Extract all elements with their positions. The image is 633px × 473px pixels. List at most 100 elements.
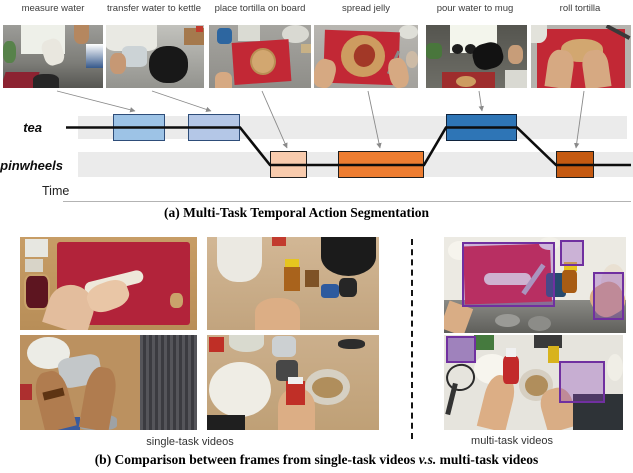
time-axis-line (63, 201, 631, 202)
multi-task-group-label: multi-task videos (471, 435, 553, 447)
hand-shape (255, 298, 300, 330)
hand-shape (215, 71, 233, 88)
box-shape (25, 238, 49, 258)
segment-pour-water (446, 114, 517, 141)
greens-bowl-shape (229, 335, 264, 353)
cup-shape (405, 51, 418, 68)
segment-spread-jelly (338, 151, 424, 178)
frame-measure-water (3, 25, 103, 88)
plate-shape (399, 25, 418, 39)
action-label-roll-tortilla: roll tortilla (559, 3, 601, 14)
row-label-tea: tea (23, 120, 42, 135)
honey-cap-shape (285, 259, 299, 268)
frame-transfer-water (106, 25, 204, 88)
plate-shape (208, 361, 271, 417)
kettle-shape (33, 74, 59, 88)
plate-shape (606, 354, 623, 381)
action-label-pour-water: pour water to mug (436, 3, 514, 14)
red-item-shape (20, 384, 33, 400)
frame-pour-water (426, 25, 527, 88)
jug-shape (217, 237, 263, 282)
blue-item-shape (320, 283, 340, 299)
segment-transfer-water (188, 114, 240, 141)
action-label-place-tortilla: place tortilla on board (214, 3, 306, 14)
multi-task-frame-1 (444, 237, 626, 333)
box-shape (25, 259, 43, 273)
cap-shape (287, 376, 304, 385)
crumbs-shape (300, 43, 311, 54)
segment-roll-tortilla (556, 151, 594, 178)
detection-bbox (560, 239, 585, 266)
honey-bottle-shape (547, 346, 559, 364)
jar-shape (272, 335, 297, 357)
tortilla-shape (456, 76, 477, 88)
mug-shape (217, 27, 233, 44)
row-label-pinwheels: pinwheels (0, 158, 63, 173)
scale-shape (237, 25, 260, 42)
panel-a-caption: (a) Multi-Task Temporal Action Segmentat… (163, 205, 430, 220)
jam-jar-shape (23, 274, 51, 310)
tortilla-roll-shape (484, 273, 532, 285)
red-bottle-shape (503, 355, 520, 385)
bag-shape (207, 414, 245, 430)
shoe-shape (527, 315, 552, 332)
frame-place-tortilla (209, 25, 311, 88)
floor-shape (140, 335, 197, 430)
single-task-group-label: single-task videos (146, 436, 234, 448)
frame-spread-jelly (314, 25, 418, 88)
red-box-shape (286, 380, 306, 406)
segment-measure-water (113, 114, 165, 141)
plate-shape (531, 25, 547, 43)
glasses-shape (444, 360, 478, 394)
shelf-shape (504, 70, 527, 88)
oats-shape (524, 374, 548, 396)
oats-shape (311, 376, 343, 398)
box-shape (184, 27, 204, 46)
kettle-shape (320, 237, 376, 277)
hand-shape (109, 52, 126, 75)
panel-b-caption-vs: v.s. (418, 452, 437, 467)
packet-shape (86, 43, 103, 68)
scoop-shape (337, 338, 366, 350)
honey-bottle-shape (284, 266, 300, 291)
mug-shape (545, 273, 566, 297)
honey-bottle-shape (562, 269, 577, 293)
tortilla-shape (249, 47, 277, 76)
logo-shape (196, 25, 204, 32)
action-label-transfer-water: transfer water to kettle (107, 3, 201, 14)
dark-item-shape (275, 359, 299, 381)
dark-item-shape (533, 335, 563, 349)
detection-bbox (558, 360, 606, 404)
board-handle-shape (170, 292, 183, 308)
action-label-measure-water: measure water (21, 3, 85, 14)
shoe-shape (494, 313, 521, 328)
panel-b-caption-suffix: multi-task videos (436, 452, 539, 467)
group-separator (411, 239, 413, 439)
plate-shape (282, 25, 309, 43)
red-item-shape (272, 237, 287, 247)
green-box-shape (474, 335, 495, 351)
segment-place-tortilla (270, 151, 307, 178)
single-task-frame-1 (20, 237, 197, 330)
panel-b-caption: (b) Comparison between frames from singl… (0, 452, 633, 468)
kettle-shape (149, 46, 189, 83)
plant-shape (426, 42, 443, 59)
dark-item-shape (339, 277, 357, 297)
single-task-frame-3 (20, 335, 197, 430)
cable-shape (445, 382, 459, 415)
time-axis-label: Time (42, 184, 70, 198)
multi-task-frame-2 (444, 335, 623, 430)
cap-shape (505, 348, 517, 357)
jar-shape (305, 270, 319, 288)
detection-bbox (593, 271, 625, 320)
single-task-frame-4 (207, 335, 379, 430)
detection-bbox (462, 241, 555, 308)
single-task-frame-2 (207, 237, 379, 330)
panel-b-caption-prefix: (b) Comparison between frames from singl… (94, 452, 419, 467)
pants-shape (572, 393, 623, 430)
detection-bbox (445, 335, 477, 364)
red-packet-shape (208, 336, 225, 353)
plant-shape (3, 41, 16, 63)
pot-shape (465, 43, 477, 54)
